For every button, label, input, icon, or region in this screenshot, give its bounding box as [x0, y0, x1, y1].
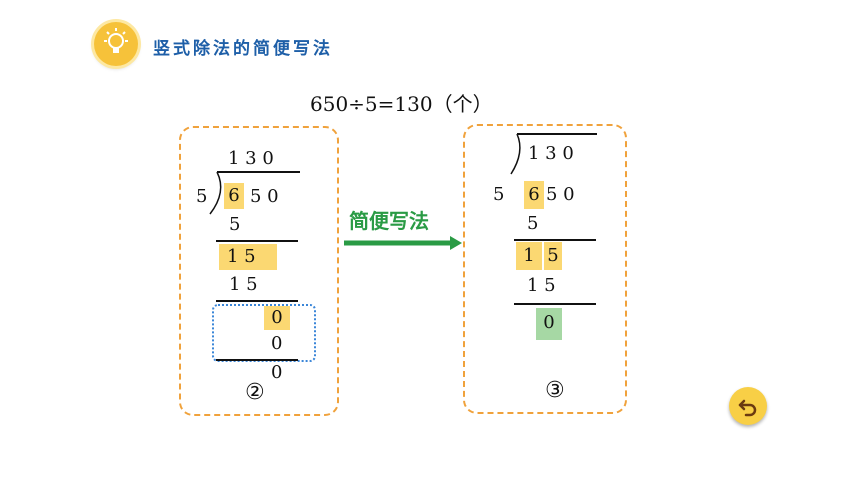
page-title: 竖式除法的简便写法 — [153, 39, 333, 59]
right-dividend-rest: 5 0 — [546, 184, 575, 205]
right-rule-2 — [514, 303, 596, 305]
right-sub2: 1 5 — [527, 275, 556, 296]
left-rule-2 — [216, 300, 298, 302]
left-divisor: 5 — [196, 186, 208, 207]
right-quotient: 1 3 0 — [528, 143, 574, 164]
left-rule-1 — [216, 240, 298, 242]
left-carry-zero: 0 — [264, 306, 290, 330]
arrow-label: 简便写法 — [349, 209, 429, 233]
right-division-panel — [463, 124, 627, 414]
right-division-bracket — [510, 133, 597, 175]
lightbulb-icon — [94, 22, 138, 66]
left-rule-3 — [216, 359, 298, 361]
right-remainder-1-tens: 1 — [516, 242, 542, 270]
left-sub3: 0 — [271, 333, 283, 354]
equation: 650÷5=130（个） — [310, 92, 493, 116]
right-panel-label: ③ — [545, 378, 565, 403]
right-final-zero: 0 — [536, 308, 562, 340]
left-highlight-box — [212, 304, 316, 362]
left-dividend-rest: 5 0 — [250, 186, 279, 207]
left-remainder-1: 1 5 — [219, 244, 277, 270]
undo-arrow-icon — [738, 399, 757, 417]
left-final-zero: 0 — [271, 362, 283, 383]
back-button[interactable] — [729, 387, 767, 425]
right-rule-1 — [514, 239, 596, 241]
left-division-bracket — [209, 171, 300, 215]
right-dividend-first-digit: 6 — [524, 181, 544, 209]
left-division-panel — [179, 126, 339, 416]
left-sub1: 5 — [229, 214, 241, 235]
left-panel-label: ② — [245, 380, 265, 405]
right-remainder-1-ones: 5 — [544, 242, 562, 270]
right-sub1: 5 — [527, 213, 539, 234]
right-divisor: 5 — [493, 184, 505, 205]
left-dividend-first-digit: 6 — [224, 183, 244, 209]
right-arrow-icon — [344, 236, 462, 250]
left-quotient: 1 3 0 — [228, 148, 274, 169]
left-sub2: 1 5 — [229, 274, 258, 295]
